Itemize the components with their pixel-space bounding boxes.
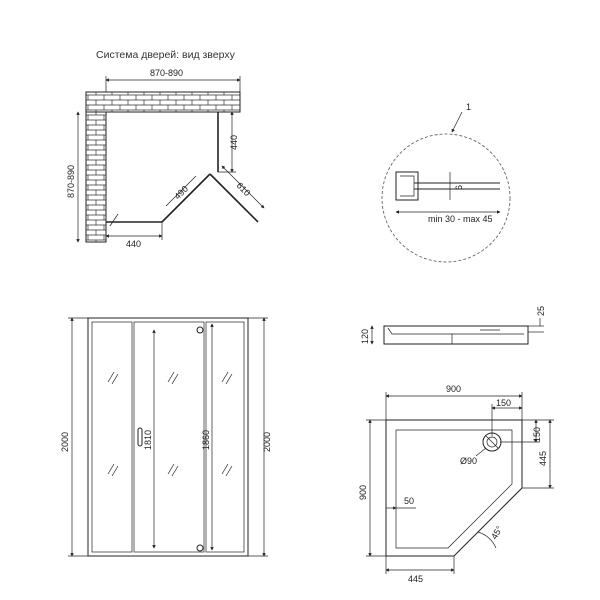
left-panel: [91, 321, 133, 553]
top-view: Система дверей: вид зверху 870-890 870-8…: [66, 49, 265, 249]
drain-cross: [485, 435, 499, 449]
top-view-title: Система дверей: вид зверху: [96, 49, 236, 61]
side-wall: [85, 111, 107, 243]
drain-label: Ø90: [460, 456, 477, 466]
inset-label: 50: [404, 496, 414, 506]
angle-label: 45°: [489, 524, 505, 541]
tray-side-view: 120 25: [360, 306, 546, 345]
tray-rim-label: 25: [536, 306, 546, 316]
dim-line-door-open: [221, 165, 265, 209]
glass-reflections: [107, 371, 233, 477]
dim-bottom-label: 440: [126, 239, 141, 249]
dim-door-label: 490: [172, 184, 190, 202]
drain-inner: [486, 436, 498, 448]
tray-width-label: 900: [446, 384, 461, 394]
back-wall: [85, 91, 241, 113]
angle-arc: [477, 531, 497, 549]
callout-arrow: [451, 111, 463, 133]
dim-right-wall-label: 440: [229, 135, 239, 150]
drain-offset-v-label: 150: [532, 427, 542, 442]
height-right-label: 2000: [262, 432, 272, 452]
detail-callout: 1: [466, 102, 471, 112]
height-left-label: 2000: [60, 432, 70, 452]
tray-top-view: 900 150 150 445 900 445 50 Ø90 45°: [358, 384, 554, 584]
detail-circle: [381, 133, 511, 263]
wall-profile-inner: [400, 175, 415, 197]
hinge-top: [196, 326, 204, 334]
tray-height-label: 120: [360, 329, 370, 344]
detail-range-label: min 30 - max 45: [428, 214, 493, 224]
hinge-bottom: [196, 544, 204, 552]
detail-view: 1 6 min 30 - max 45: [381, 102, 511, 263]
front-frame: [87, 317, 249, 557]
right-panel: [205, 321, 245, 553]
door-handle: [137, 427, 143, 447]
drain-offset-label: 150: [496, 398, 511, 408]
tray-height-left-label: 900: [358, 485, 368, 500]
diagonal-door: [161, 173, 211, 223]
door-panel: [133, 321, 205, 553]
tray-outer: [385, 419, 523, 557]
tray-side-body: [383, 325, 529, 345]
tray-inner: [395, 429, 513, 549]
panel-height-label: 1860: [201, 430, 211, 450]
dim-top-label: 870-890: [150, 68, 183, 78]
side-right-label: 445: [538, 451, 548, 466]
side-bottom-label: 445: [408, 574, 423, 584]
profile-callout: [109, 213, 119, 227]
door-open: [209, 173, 259, 223]
detail-gap-label: 6: [454, 185, 464, 190]
tray-side-rim: [387, 327, 524, 335]
wall-profile: [395, 171, 419, 201]
door-height-label: 1810: [143, 430, 153, 450]
dim-line-door: [165, 175, 197, 207]
front-view: 2000 2000 1810 1860: [60, 317, 272, 557]
dim-door-open-label: 610: [235, 180, 253, 198]
drain-leader: [475, 447, 487, 457]
dim-left-label: 870-890: [66, 165, 76, 198]
